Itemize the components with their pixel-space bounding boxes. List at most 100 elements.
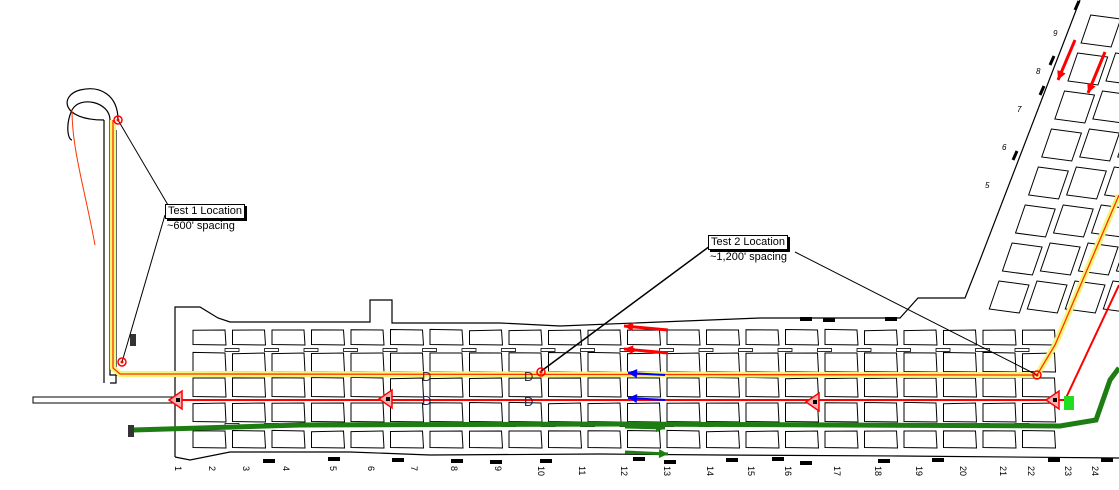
survey-mark bbox=[392, 458, 404, 462]
crosscut-number: 10 bbox=[536, 466, 546, 476]
crosscut-number: 16 bbox=[783, 466, 793, 476]
pillar bbox=[864, 402, 899, 423]
test2-callout: Test 2 Location ~1,200' spacing bbox=[708, 235, 788, 263]
portal-entry bbox=[32, 396, 174, 404]
pillar bbox=[469, 377, 504, 398]
crosscut-number: 9 bbox=[493, 466, 503, 471]
triangle-marker-icon[interactable] bbox=[1044, 389, 1060, 411]
pillar bbox=[1103, 166, 1119, 198]
stopping-icon bbox=[856, 348, 872, 352]
airflow-arrow-icon bbox=[624, 423, 666, 433]
triangle-dot bbox=[386, 397, 390, 401]
arrow-head bbox=[658, 449, 668, 459]
pillar bbox=[785, 377, 820, 398]
pillar bbox=[666, 329, 701, 346]
survey-mark bbox=[878, 459, 890, 463]
stopping-icon bbox=[224, 348, 240, 352]
pillar bbox=[192, 329, 227, 346]
survey-mark bbox=[1011, 150, 1019, 161]
pillar bbox=[429, 352, 464, 373]
pillar bbox=[1027, 166, 1069, 200]
pillar bbox=[390, 430, 425, 449]
pillar bbox=[271, 402, 306, 423]
crosscut-number: 11 bbox=[577, 466, 587, 475]
pillar bbox=[903, 401, 938, 423]
airflow-arrow-icon bbox=[623, 322, 669, 332]
crosscut-number: 20 bbox=[958, 466, 968, 476]
pillar bbox=[271, 429, 306, 449]
survey-mark bbox=[263, 459, 275, 463]
pillar bbox=[864, 377, 899, 398]
airflow-arrow-icon bbox=[624, 449, 669, 459]
pillar bbox=[1054, 90, 1096, 124]
pillar bbox=[1092, 90, 1119, 123]
pillar bbox=[903, 430, 938, 449]
triangle-shape bbox=[804, 391, 820, 413]
pillar bbox=[232, 377, 267, 398]
airflow-arrow-icon bbox=[623, 345, 669, 355]
triangle-marker-icon[interactable] bbox=[377, 388, 393, 410]
triangle-shape bbox=[377, 388, 393, 410]
pillar bbox=[311, 377, 346, 398]
pillar bbox=[1067, 52, 1109, 86]
survey-mark bbox=[1038, 85, 1046, 96]
pillar bbox=[982, 377, 1017, 398]
pillar bbox=[1115, 261, 1119, 272]
pillar-grid bbox=[192, 328, 1057, 449]
pillar bbox=[988, 280, 1030, 314]
stopping-icon bbox=[343, 348, 358, 352]
sensor-location-icon[interactable] bbox=[117, 357, 127, 367]
sensor-location-icon[interactable] bbox=[113, 115, 123, 125]
hook-trail bbox=[71, 109, 96, 246]
stopping-icon bbox=[698, 348, 714, 352]
stopping-icon bbox=[777, 348, 793, 352]
stopping-icon bbox=[382, 348, 398, 352]
stopping-icon bbox=[501, 348, 516, 352]
test2-spacing: ~1,200' spacing bbox=[710, 251, 788, 263]
pillar bbox=[548, 377, 583, 398]
crosscut-number: 6 bbox=[366, 466, 376, 471]
pillar bbox=[982, 329, 1017, 346]
survey-mark bbox=[1101, 458, 1113, 462]
mains-outline-bottom bbox=[174, 451, 1119, 461]
arrow-head bbox=[628, 368, 638, 378]
sensor-location-icon[interactable] bbox=[536, 367, 546, 377]
triangle-marker-icon[interactable] bbox=[804, 391, 820, 413]
stopping-icon bbox=[580, 348, 595, 352]
pillar bbox=[587, 351, 622, 373]
pillar bbox=[745, 430, 780, 449]
survey-mark bbox=[772, 457, 784, 461]
diagonal-number: 8 bbox=[1036, 67, 1041, 76]
pillar bbox=[350, 376, 385, 398]
door-icon: D bbox=[524, 394, 533, 409]
test1-leader-top bbox=[117, 119, 169, 206]
pillar bbox=[785, 430, 820, 449]
pillar bbox=[232, 352, 267, 373]
pillar bbox=[192, 402, 227, 423]
survey-mark bbox=[633, 457, 645, 461]
sensor-location-icon[interactable] bbox=[1032, 370, 1042, 380]
pillar bbox=[587, 402, 622, 423]
crosscut-number: 4 bbox=[281, 466, 291, 471]
stopping-icon bbox=[896, 348, 911, 352]
pillar bbox=[666, 352, 701, 373]
pillar bbox=[311, 402, 346, 423]
diagonal-pillar-grid bbox=[988, 14, 1119, 314]
pillar bbox=[864, 329, 899, 346]
pillar bbox=[903, 352, 938, 373]
survey-mark bbox=[1048, 458, 1060, 462]
stopping-icon bbox=[817, 348, 832, 352]
crosscut-number: 23 bbox=[1063, 466, 1073, 476]
pillar bbox=[1014, 204, 1056, 238]
pillar bbox=[390, 352, 425, 373]
survey-mark bbox=[932, 458, 944, 462]
pillar bbox=[390, 329, 425, 346]
survey-mark bbox=[1048, 55, 1056, 66]
airflow-arrow-icon bbox=[627, 393, 666, 403]
triangle-marker-icon[interactable] bbox=[167, 389, 183, 411]
pillar bbox=[1022, 402, 1057, 423]
stopping-icon bbox=[303, 348, 319, 352]
pillar bbox=[666, 429, 701, 449]
pillar bbox=[469, 430, 504, 449]
stopping-icon bbox=[1014, 348, 1030, 352]
